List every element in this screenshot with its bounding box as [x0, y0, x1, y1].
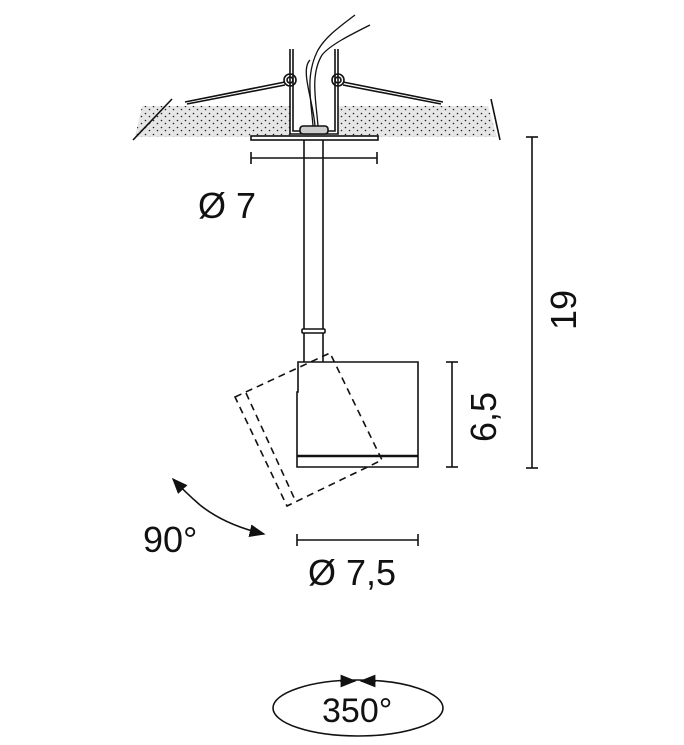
dimension-line-total-height	[526, 136, 538, 469]
cutout-diameter-label: Ø 7	[198, 185, 256, 226]
head-height-label: 6,5	[463, 392, 504, 442]
power-wires	[305, 14, 371, 127]
mounting-bracket	[184, 49, 444, 141]
spotlight-head	[233, 351, 419, 508]
rotation-ellipse	[272, 679, 444, 737]
dimension-line-head-height	[446, 361, 458, 468]
tilt-arrow-icon	[199, 504, 266, 537]
ceiling-section	[132, 98, 501, 141]
total-height-label: 19	[543, 290, 584, 330]
head-diameter-label: Ø 7,5	[308, 552, 396, 593]
dimension-line-head-diameter	[296, 534, 419, 546]
tilted-head-outline	[233, 351, 384, 508]
rotation-angle-label: 350°	[322, 692, 392, 730]
tilt-angle-label: 90°	[143, 519, 197, 560]
suspension-stem	[301, 140, 326, 362]
dimension-line-cutout	[250, 152, 378, 164]
